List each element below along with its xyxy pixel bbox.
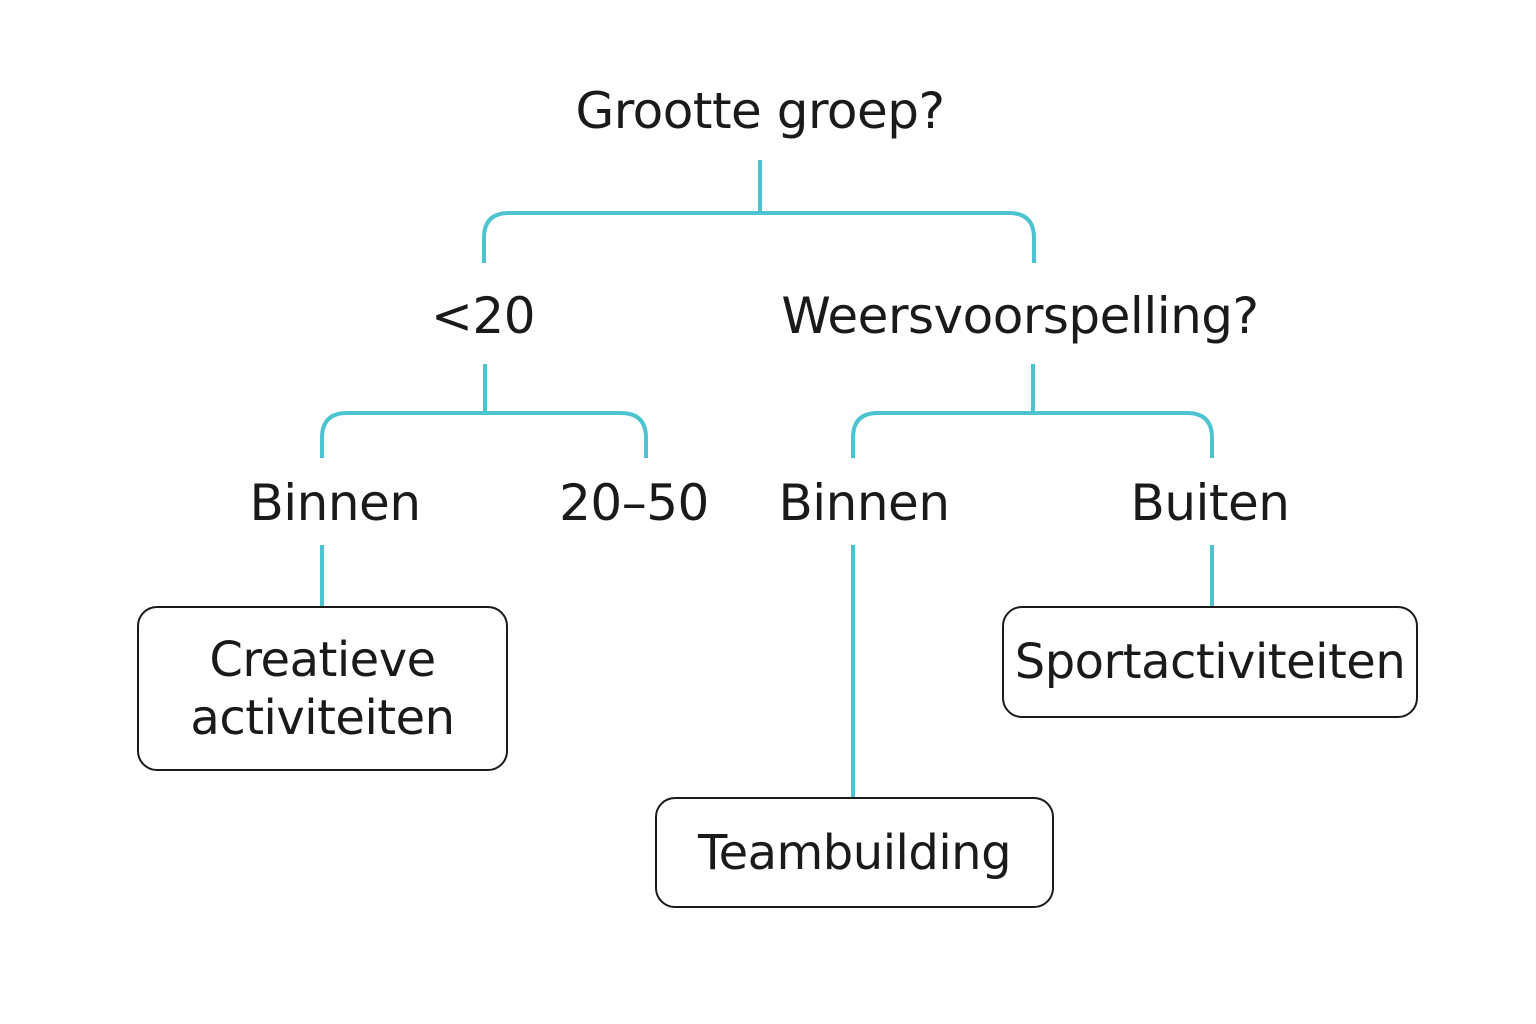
node-small-indoor: Binnen	[249, 474, 421, 532]
node-medium-group: 20–50	[559, 474, 709, 532]
outcome-sports-label: Sportactiviteiten	[1014, 634, 1406, 690]
node-weather: Weersvoorspelling?	[781, 287, 1259, 345]
node-weather-outdoor: Buiten	[1130, 474, 1290, 532]
node-weather-indoor: Binnen	[778, 474, 950, 532]
outcome-creative-activities: Creatieve activiteiten	[137, 606, 508, 771]
connector-root-branch	[482, 211, 1036, 263]
connector-small-branch	[320, 411, 648, 458]
outcome-teambuilding-label: Teambuilding	[697, 824, 1012, 881]
outcome-creative-label: Creatieve activiteiten	[190, 631, 455, 746]
connector-weather-branch	[851, 411, 1214, 458]
node-small-group: <20	[430, 287, 536, 345]
node-root: Grootte groep?	[575, 82, 945, 140]
outcome-teambuilding: Teambuilding	[655, 797, 1054, 908]
outcome-sports-activities: Sportactiviteiten	[1002, 606, 1418, 718]
